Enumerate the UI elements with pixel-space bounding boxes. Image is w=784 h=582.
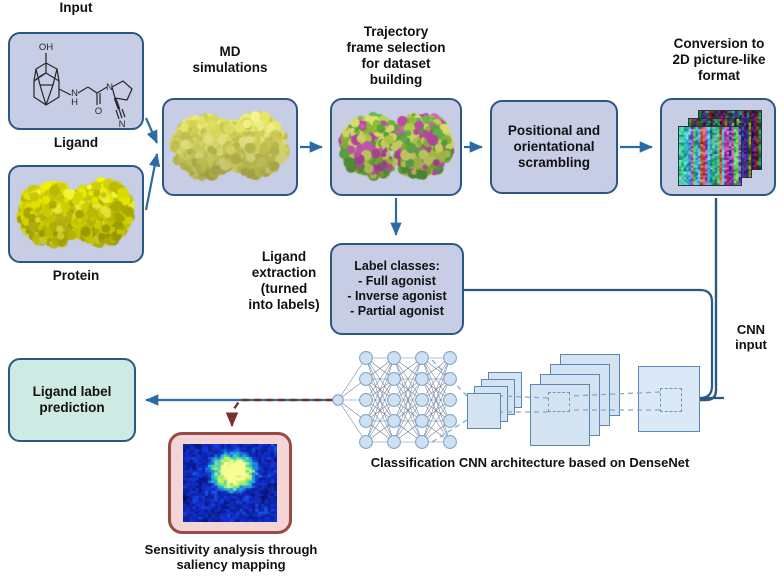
nn-node-l4-2	[443, 393, 457, 407]
atom-label-oh: OH	[39, 42, 53, 53]
atom-label-n2: N	[106, 82, 113, 93]
cnn-input-caption: CNN input	[735, 322, 767, 353]
atom-label-o: O	[95, 106, 102, 117]
arrow-cnn-to-saliency	[225, 398, 333, 427]
saliency-heatmap	[183, 444, 277, 522]
atom-label-n1: N	[71, 88, 78, 99]
trajectory-box	[330, 98, 462, 196]
cnn-feature-receptive-field	[548, 392, 570, 412]
label-classes-label: Label classes: - Full agonist - Inverse …	[347, 258, 447, 319]
ligand-extraction-caption: Ligand extraction (turned into labels)	[248, 249, 320, 312]
nn-node-l3-0	[415, 351, 429, 365]
label-classes-box: Label classes: - Full agonist - Inverse …	[330, 243, 464, 335]
cnn-small-stack-sheet-1	[467, 393, 501, 429]
atom-label-h: H	[71, 97, 78, 108]
arrow-ligand-to-md	[144, 117, 159, 144]
nn-node-l3-4	[415, 435, 429, 449]
arrow-protein-to-md	[144, 153, 161, 211]
protein-caption: Protein	[52, 268, 100, 283]
nn-node-l4-4	[443, 435, 457, 449]
picture-like-stack	[662, 100, 778, 198]
prediction-box: Ligand label prediction	[8, 358, 136, 442]
nn-node-l1-1	[359, 372, 373, 386]
scrambling-label: Positional and orientational scrambling	[507, 123, 601, 170]
nn-node-l4-3	[443, 414, 457, 428]
picture-like-image-front	[678, 126, 742, 186]
protein-surface-render	[14, 172, 138, 256]
nn-node-l3-3	[415, 414, 429, 428]
nn-node-l0-0	[332, 394, 344, 406]
saliency-caption: Sensitivity analysis through saliency ma…	[144, 542, 318, 573]
nn-node-l1-2	[359, 393, 373, 407]
md-simulations-caption: MD simulations	[192, 44, 268, 75]
nn-node-l1-4	[359, 435, 373, 449]
md-simulations-box	[162, 98, 298, 196]
nn-node-l4-1	[443, 372, 457, 386]
ligand-box: OH N H O N N	[8, 32, 144, 130]
ligand-caption: Ligand	[53, 135, 99, 150]
trajectory-frames-render	[336, 105, 456, 189]
nn-node-l3-1	[415, 372, 429, 386]
nn-node-l2-2	[387, 393, 401, 407]
nn-node-l2-3	[387, 414, 401, 428]
md-protein-render	[168, 105, 292, 189]
ligand-molecule-structure: OH N H O N N	[33, 42, 133, 127]
cnn-input-receptive-field	[660, 388, 682, 412]
trajectory-caption: Trajectory frame selection for dataset b…	[346, 24, 446, 87]
saliency-box	[168, 432, 292, 534]
cnn-architecture-caption: Classification CNN architecture based on…	[370, 455, 690, 470]
nn-node-l2-0	[387, 351, 401, 365]
nn-node-l1-3	[359, 414, 373, 428]
nn-node-l4-0	[443, 351, 457, 365]
atom-label-n3: N	[119, 119, 126, 127]
nn-node-l2-1	[387, 372, 401, 386]
nn-node-l3-2	[415, 393, 429, 407]
conversion-box	[660, 98, 776, 196]
nn-node-l2-4	[387, 435, 401, 449]
scrambling-box: Positional and orientational scrambling	[490, 100, 618, 194]
prediction-label: Ligand label prediction	[32, 384, 112, 415]
conversion-caption: Conversion to 2D picture-like format	[672, 36, 766, 83]
protein-box	[8, 165, 144, 263]
input-caption: Input	[59, 0, 93, 15]
cnn-input-feature-map	[638, 366, 700, 432]
nn-node-l1-0	[359, 351, 373, 365]
